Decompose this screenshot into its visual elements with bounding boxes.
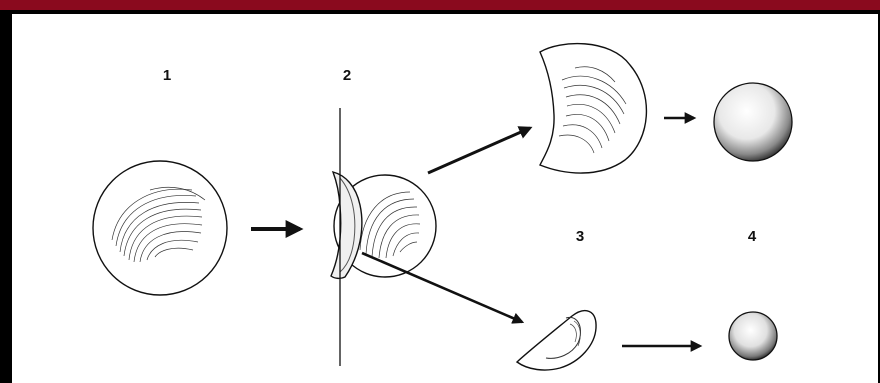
arrow-icon-to-small-fragment bbox=[362, 253, 522, 322]
title-bar bbox=[0, 0, 880, 10]
step-label-4: 4 bbox=[748, 228, 757, 245]
arrow-icon-to-large-fragment bbox=[428, 128, 530, 173]
large-fragment-icon bbox=[540, 44, 646, 173]
diagram-panel: 1 2 3 4 bbox=[12, 14, 878, 383]
small-fragment-icon bbox=[517, 311, 596, 370]
small-cell-icon bbox=[729, 312, 777, 360]
cell-division-diagram: 1 2 3 4 bbox=[12, 14, 878, 383]
step-label-3: 3 bbox=[576, 228, 584, 245]
whole-cell-icon bbox=[93, 161, 227, 295]
cell-cut-icon bbox=[331, 108, 436, 366]
regenerated-cell-icon bbox=[714, 83, 792, 161]
step-label-2: 2 bbox=[343, 67, 351, 84]
step-label-1: 1 bbox=[163, 67, 171, 84]
